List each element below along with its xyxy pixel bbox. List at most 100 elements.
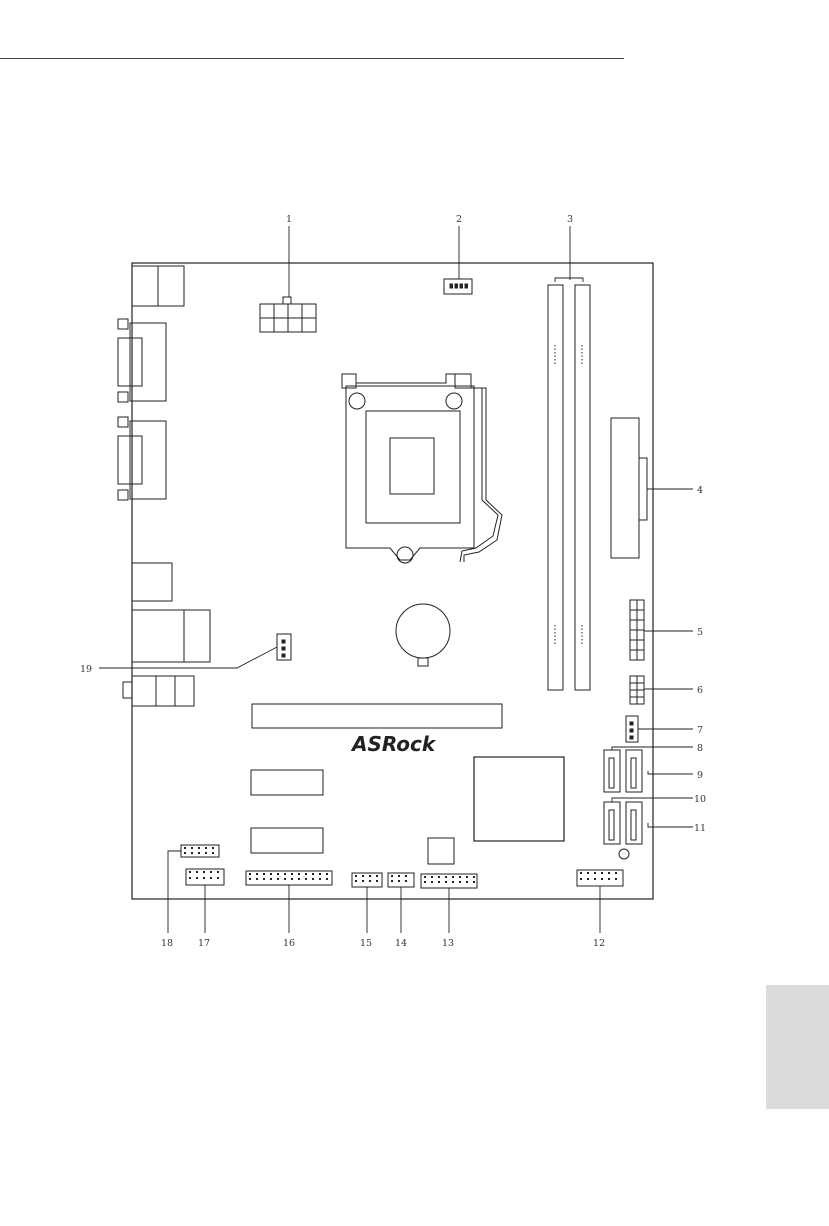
header-pin — [210, 877, 212, 879]
header-pin — [249, 873, 251, 875]
callout-17: 17 — [198, 938, 210, 949]
header-pin — [217, 871, 219, 873]
header-pin — [601, 878, 603, 880]
header-pin — [198, 847, 200, 849]
header-pin — [319, 873, 321, 875]
header-pins — [184, 847, 617, 883]
header-pin — [189, 871, 191, 873]
bottom-headers — [181, 845, 623, 888]
header-pin — [191, 852, 193, 854]
header-pin — [473, 876, 475, 878]
header-pin — [277, 873, 279, 875]
header-pin — [438, 881, 440, 883]
dimm-slots — [548, 285, 590, 690]
right-headers — [626, 600, 644, 742]
header-pin — [184, 847, 186, 849]
header-pin — [398, 880, 400, 882]
header-pin — [615, 872, 617, 874]
callout-5: 5 — [697, 627, 703, 638]
header-pin — [263, 878, 265, 880]
header-pin — [249, 878, 251, 880]
header-pin — [270, 878, 272, 880]
cmos-battery — [396, 604, 450, 666]
header-pin — [205, 852, 207, 854]
header-pin — [196, 871, 198, 873]
pcie-slot — [252, 704, 502, 728]
callout-16: 16 — [283, 938, 295, 949]
header-pin — [473, 881, 475, 883]
callout-14: 14 — [395, 938, 407, 949]
header-pin — [277, 878, 279, 880]
header-pin — [312, 878, 314, 880]
header-pin — [445, 876, 447, 878]
header-pin — [391, 880, 393, 882]
header-pin — [210, 871, 212, 873]
component-block-1 — [251, 770, 323, 795]
callout-19: 19 — [80, 664, 92, 675]
header-pin — [431, 881, 433, 883]
callout-11: 11 — [694, 823, 706, 834]
header-pin — [391, 875, 393, 877]
callout-13: 13 — [442, 938, 454, 949]
header-pin — [205, 847, 207, 849]
callout-8: 8 — [697, 743, 703, 754]
header-pin — [212, 852, 214, 854]
header-pin — [326, 878, 328, 880]
header-pin — [270, 873, 272, 875]
callout-4: 4 — [697, 485, 703, 496]
sata-connectors — [604, 750, 642, 859]
header-pin — [326, 873, 328, 875]
header-pin — [362, 875, 364, 877]
header-pin — [466, 876, 468, 878]
cpu-fan-header — [444, 279, 472, 294]
header-pin — [445, 881, 447, 883]
header-pin — [203, 877, 205, 879]
header-pin — [362, 880, 364, 882]
callout-15: 15 — [360, 938, 372, 949]
header-pin — [263, 873, 265, 875]
header-pin — [452, 876, 454, 878]
callout-3: 3 — [567, 214, 573, 225]
header-pin — [305, 873, 307, 875]
header-pin — [256, 878, 258, 880]
callout-2: 2 — [456, 214, 462, 225]
header-pin — [298, 878, 300, 880]
header-pin — [398, 875, 400, 877]
header-pin — [369, 875, 371, 877]
callout-1: 1 — [286, 214, 292, 225]
chipset — [474, 757, 564, 841]
header-pin — [459, 876, 461, 878]
header-pin — [452, 881, 454, 883]
header-pin — [405, 875, 407, 877]
header-pin — [594, 872, 596, 874]
header-pin — [594, 878, 596, 880]
header-pin — [601, 872, 603, 874]
header-pin — [305, 878, 307, 880]
header-pin — [608, 872, 610, 874]
callout-labels: 1 2 3 4 5 6 7 8 9 10 11 12 13 14 15 16 1… — [80, 214, 706, 949]
header-pin — [355, 880, 357, 882]
header-pin — [431, 876, 433, 878]
header-pin — [580, 878, 582, 880]
header-pin — [196, 877, 198, 879]
header-pin — [284, 873, 286, 875]
header-pin — [608, 878, 610, 880]
component-block-2 — [251, 828, 323, 853]
header-pin — [355, 875, 357, 877]
header-pin — [587, 872, 589, 874]
asrock-logo: ASRock — [350, 732, 437, 756]
header-pin — [615, 878, 617, 880]
chip-small — [428, 838, 454, 864]
header-pin — [424, 881, 426, 883]
header-pin — [459, 881, 461, 883]
header-pin — [424, 876, 426, 878]
header-pin — [256, 873, 258, 875]
callout-12: 12 — [593, 938, 605, 949]
header-pin — [184, 852, 186, 854]
header-pin — [284, 878, 286, 880]
callout-6: 6 — [697, 685, 703, 696]
callout-10: 10 — [694, 794, 706, 805]
header-pin — [369, 880, 371, 882]
header-pin — [376, 880, 378, 882]
header-pin — [466, 881, 468, 883]
